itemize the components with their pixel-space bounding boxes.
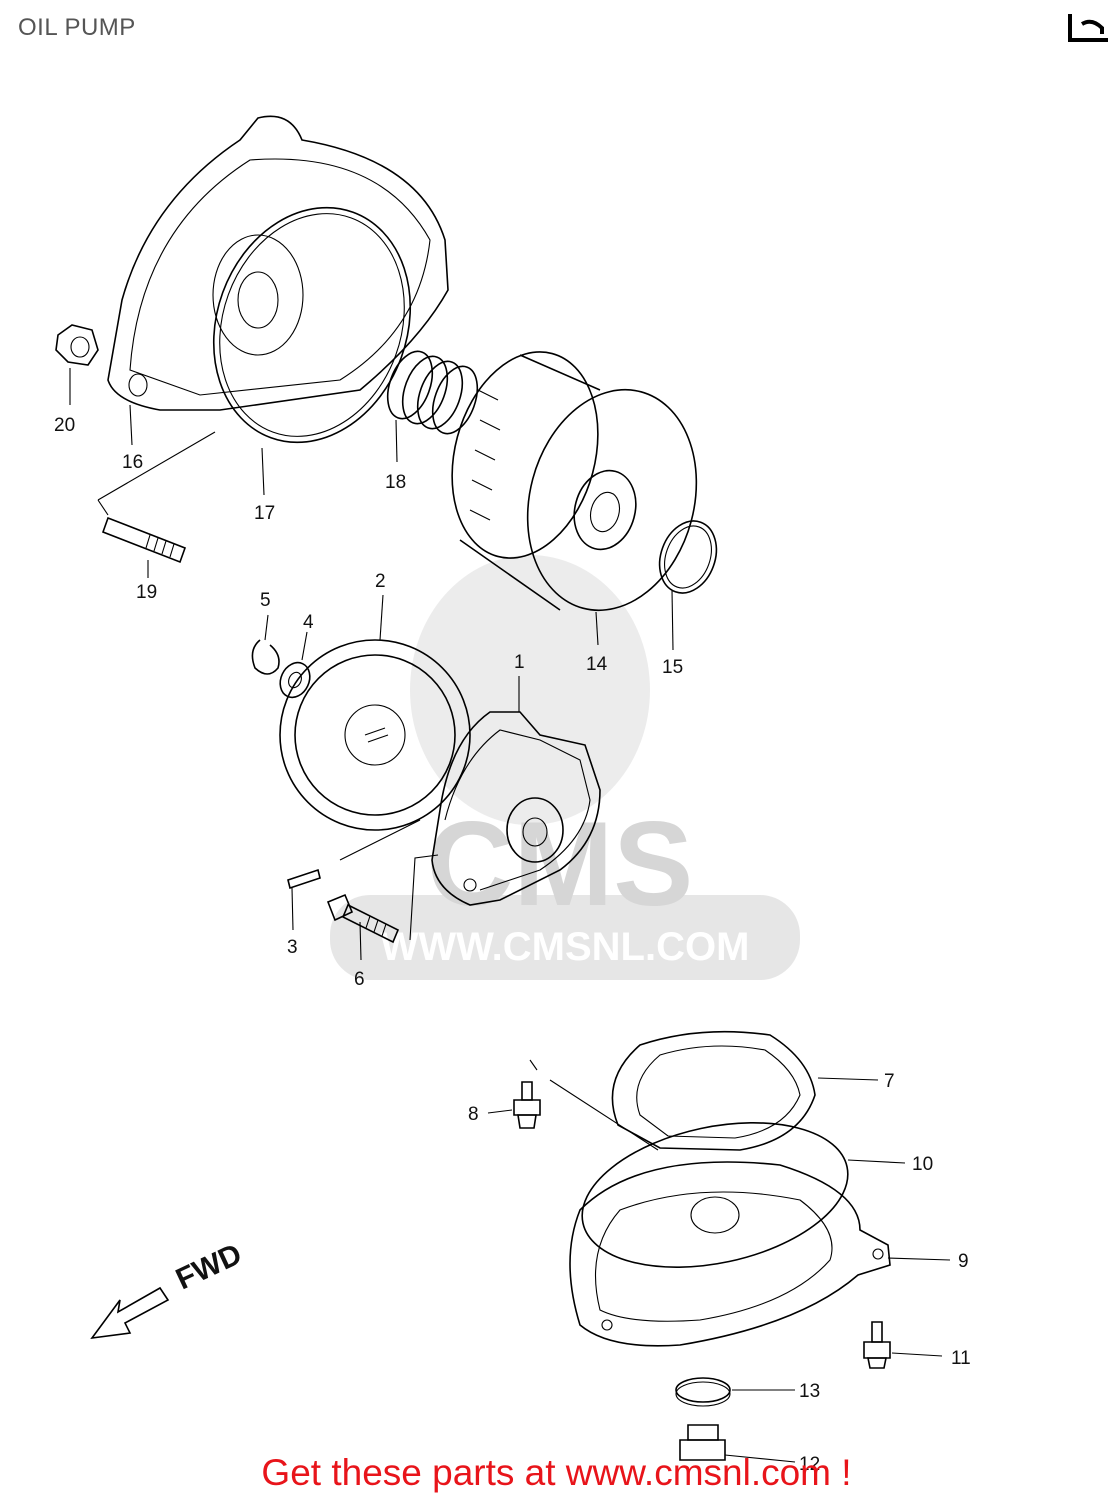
stud-part-19 — [101, 516, 187, 564]
fwd-label: FWD — [171, 1238, 247, 1297]
bolt-part-6 — [326, 893, 400, 944]
cms-watermark: CMS WWW.CMSNL.COM — [330, 555, 800, 980]
part-label-4: 4 — [303, 612, 314, 633]
part-label-16: 16 — [122, 452, 143, 473]
part-label-1: 1 — [514, 652, 525, 673]
part-label-11: 11 — [951, 1348, 971, 1369]
spring-part-18 — [386, 350, 479, 435]
part-label-14: 14 — [586, 654, 608, 675]
buy-parts-link[interactable]: Get these parts at www.cmsnl.com ! — [261, 1452, 852, 1493]
gasket-part-7 — [611, 1030, 816, 1151]
part-label-20: 20 — [54, 415, 75, 436]
small-bolt-part-11 — [863, 1321, 891, 1369]
part-number-labels: 20 16 17 18 19 5 4 2 1 14 15 3 6 7 8 10 … — [54, 415, 971, 1475]
small-bolt-part-8 — [513, 1081, 541, 1129]
nut-part-20 — [55, 324, 99, 366]
part-label-9: 9 — [958, 1251, 969, 1272]
circlip-part-5 — [251, 639, 280, 675]
drain-plug-part-12 — [679, 1424, 726, 1461]
part-label-10: 10 — [912, 1154, 933, 1175]
part-label-8: 8 — [468, 1104, 479, 1125]
washer-part-13 — [675, 1377, 731, 1407]
part-label-13: 13 — [799, 1381, 820, 1402]
part-label-6: 6 — [354, 969, 365, 990]
guide-lines-upper — [97, 431, 439, 941]
watermark-brand: CMS — [427, 797, 694, 931]
part-label-5: 5 — [260, 590, 271, 611]
leader-lines — [69, 368, 951, 1463]
page-corner-mark — [1068, 14, 1108, 42]
filter-cap-part-16 — [107, 115, 449, 411]
part-label-19: 19 — [136, 582, 157, 603]
oil-pump-body-part-1 — [431, 711, 601, 906]
page-title: OIL PUMP — [18, 14, 136, 41]
part-label-7: 7 — [884, 1071, 895, 1092]
part-label-17: 17 — [254, 503, 275, 524]
pin-part-3 — [287, 868, 321, 890]
oil-pump-gear-part-2 — [279, 639, 471, 831]
guide-lines-lower — [529, 1059, 659, 1151]
washer-part-4 — [279, 661, 311, 699]
fwd-arrow-icon — [90, 1286, 170, 1340]
part-label-18: 18 — [385, 472, 406, 493]
small-o-ring-part-15 — [658, 520, 718, 594]
watermark-url: WWW.CMSNL.COM — [381, 925, 750, 969]
o-ring-part-17 — [212, 206, 412, 444]
part-label-12: 12 — [799, 1454, 820, 1475]
o-ring-part-10 — [581, 1122, 849, 1268]
lower-cover-part-9 — [569, 1161, 891, 1347]
part-label-3: 3 — [287, 937, 298, 958]
part-label-2: 2 — [375, 571, 386, 592]
part-label-15: 15 — [662, 657, 683, 678]
